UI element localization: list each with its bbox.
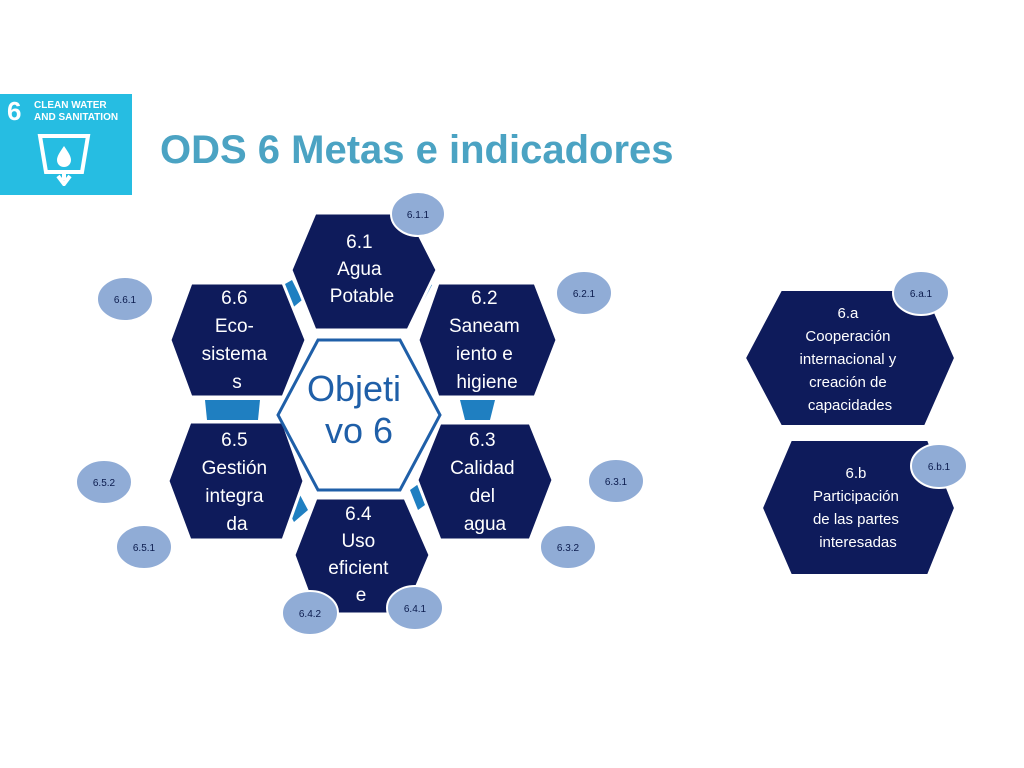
hex-label-line: 6.1 bbox=[346, 232, 372, 253]
sdg6-logo: 6 CLEAN WATER AND SANITATION bbox=[0, 94, 132, 195]
hex-label-line: Calidad bbox=[450, 458, 514, 479]
logo-text-line1: CLEAN WATER bbox=[34, 100, 107, 111]
hex-label-line: eficient bbox=[328, 558, 389, 579]
indicator-bubble[interactable]: 6.3.2 bbox=[539, 524, 597, 570]
indicator-label: 6.6.1 bbox=[114, 295, 137, 306]
hex-6-1-label: 6.1 Agua Potable bbox=[330, 232, 394, 307]
indicator-label: 6.1.1 bbox=[407, 210, 430, 221]
hex-label-line: e bbox=[356, 585, 367, 606]
hex-6-2[interactable] bbox=[416, 281, 559, 399]
hex-label-line: 6.6 bbox=[221, 288, 247, 309]
hex-label-line: Saneam bbox=[449, 316, 520, 337]
logo-number: 6 bbox=[7, 96, 22, 126]
connector-6-2-6-3 bbox=[460, 400, 495, 420]
hex-6-3-label: 6.3 Calidad del agua bbox=[450, 430, 520, 535]
connector-6-5-6-6 bbox=[205, 400, 260, 420]
hex-label-line: Uso bbox=[341, 531, 375, 552]
side-label-line: Participación bbox=[813, 488, 899, 505]
indicator-label: 6.b.1 bbox=[928, 462, 951, 473]
hex-label-line: agua bbox=[464, 514, 507, 535]
hex-label-line: s bbox=[232, 372, 242, 393]
indicator-label: 6.2.1 bbox=[573, 289, 596, 300]
indicator-label: 6.4.2 bbox=[299, 609, 322, 620]
center-label: Objeti vo 6 bbox=[307, 368, 411, 451]
indicator-bubble[interactable]: 6.4.2 bbox=[281, 590, 339, 636]
indicator-bubble[interactable]: 6.1.1 bbox=[390, 191, 446, 237]
logo-text: CLEAN WATER AND SANITATION bbox=[34, 100, 129, 124]
indicator-bubble[interactable]: 6.4.1 bbox=[386, 585, 444, 631]
indicator-label: 6.3.2 bbox=[557, 543, 580, 554]
indicator-bubble[interactable]: 6.5.1 bbox=[115, 524, 173, 570]
side-label-line: Cooperación bbox=[805, 328, 890, 345]
hex-label-line: Potable bbox=[330, 286, 394, 307]
hex-label-line: Gestión bbox=[202, 458, 267, 479]
hex-6-4-label: 6.4 Uso eficient e bbox=[328, 504, 393, 606]
hex-label-line: del bbox=[470, 486, 495, 507]
indicator-bubble[interactable]: 6.2.1 bbox=[555, 270, 613, 316]
hex-label-line: higiene bbox=[456, 372, 517, 393]
indicator-label: 6.5.1 bbox=[133, 543, 156, 554]
indicator-label: 6.4.1 bbox=[404, 604, 427, 615]
hex-6-5-label: 6.5 Gestión integra da bbox=[202, 430, 273, 535]
hex-label-line: da bbox=[226, 514, 248, 535]
hex-6-b[interactable] bbox=[760, 439, 957, 576]
hex-6-3[interactable] bbox=[415, 421, 555, 542]
side-label-line: de las partes bbox=[813, 511, 899, 528]
hex-6-2-label: 6.2 Saneam iento e higiene bbox=[449, 288, 525, 393]
side-label-line: interesadas bbox=[819, 534, 897, 551]
side-label-line: capacidades bbox=[808, 397, 892, 414]
center-line: Objeti bbox=[307, 368, 401, 409]
side-label-line: creación de bbox=[809, 374, 887, 391]
logo-text-line2: AND SANITATION bbox=[34, 112, 119, 123]
indicator-bubble[interactable]: 6.b.1 bbox=[910, 443, 968, 489]
indicator-label: 6.a.1 bbox=[910, 289, 933, 300]
hex-label-line: sistema bbox=[202, 344, 268, 365]
water-glass-icon bbox=[37, 134, 91, 186]
hex-6-6-label: 6.6 Eco- sistema s bbox=[202, 288, 273, 393]
center-hexagon[interactable] bbox=[276, 338, 442, 492]
indicator-bubble[interactable]: 6.5.2 bbox=[75, 459, 133, 505]
hex-label-line: integra bbox=[205, 486, 264, 507]
page-title: ODS 6 Metas e indicadores bbox=[160, 128, 674, 172]
hex-label-line: 6.4 bbox=[345, 504, 372, 525]
side-label-line: 6.a bbox=[837, 305, 859, 322]
side-label-line: 6.b bbox=[845, 465, 866, 482]
hex-label-line: Eco- bbox=[215, 316, 254, 337]
hex-6-6[interactable] bbox=[168, 281, 308, 399]
indicator-label: 6.5.2 bbox=[93, 478, 116, 489]
indicator-bubble[interactable]: 6.a.1 bbox=[892, 270, 950, 316]
indicator-bubble[interactable]: 6.3.1 bbox=[587, 458, 645, 504]
side-label-line: internacional y bbox=[800, 351, 897, 368]
hex-label-line: 6.2 bbox=[471, 288, 497, 309]
hex-label-line: Agua bbox=[337, 259, 382, 280]
hex-6-a-label: 6.a Cooperación internacional y creación… bbox=[800, 305, 901, 414]
hex-6-b-label: 6.b Participación de las partes interesa… bbox=[813, 465, 903, 551]
center-line: vo 6 bbox=[325, 410, 393, 451]
indicator-label: 6.3.1 bbox=[605, 477, 628, 488]
hex-label-line: 6.3 bbox=[469, 430, 495, 451]
indicator-bubble[interactable]: 6.6.1 bbox=[96, 276, 154, 322]
hex-label-line: iento e bbox=[456, 344, 513, 365]
hex-label-line: 6.5 bbox=[221, 430, 247, 451]
